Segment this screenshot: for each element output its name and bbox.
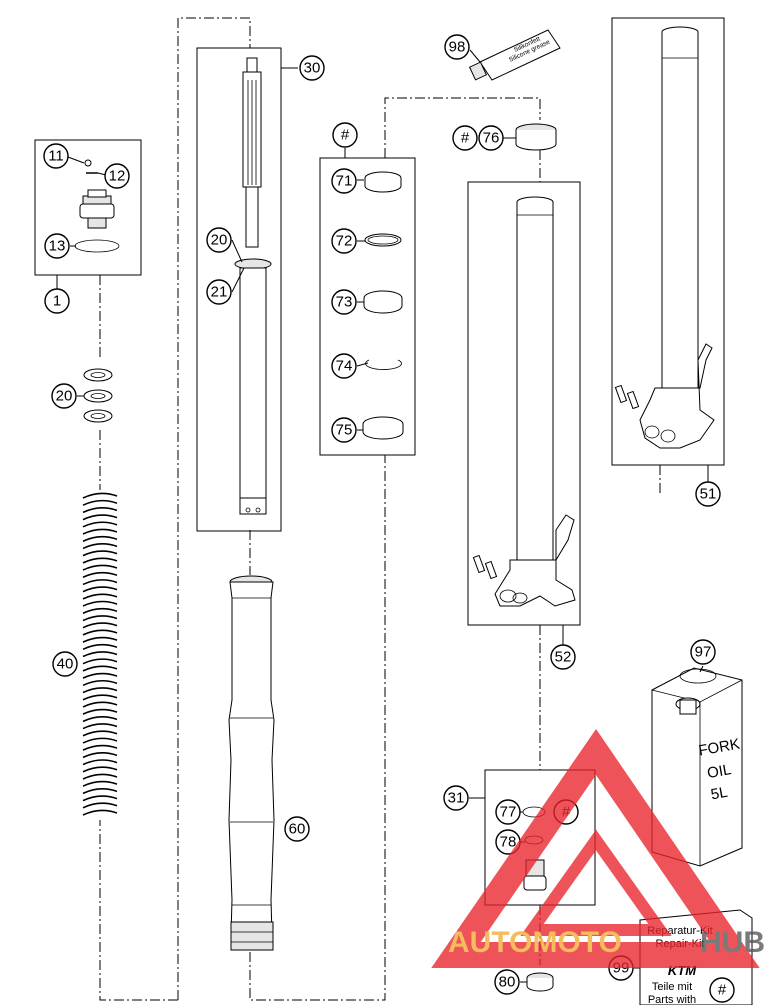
repair-kit-label-3: Teile mit — [652, 981, 692, 993]
svg-text:76: 76 — [483, 130, 500, 147]
cap-assembly-box — [34, 139, 142, 276]
callout-72: 72 — [331, 228, 357, 254]
svg-text:71: 71 — [336, 173, 353, 190]
silicone-grease-tube: Silikonfett Silicone grease — [468, 29, 561, 81]
svg-text:98: 98 — [449, 39, 466, 56]
svg-text:#: # — [718, 982, 727, 999]
callout-30: 30 — [299, 55, 325, 81]
callout-52: 52 — [550, 644, 576, 670]
callout-20-left: 20 — [51, 383, 77, 409]
svg-text:72: 72 — [336, 233, 353, 250]
callout-97: 97 — [690, 639, 716, 665]
callout-73: 73 — [331, 289, 357, 315]
outer-tube-52-box — [467, 181, 581, 626]
callout-40: 40 — [52, 651, 78, 677]
callout-hash-set: # — [332, 122, 358, 148]
callout-31: 31 — [443, 785, 469, 811]
outer-tube-52 — [472, 196, 576, 607]
svg-text:75: 75 — [336, 422, 353, 439]
svg-text:12: 12 — [109, 168, 126, 185]
callout-20-cartridge: 20 — [206, 227, 232, 253]
svg-text:73: 73 — [336, 294, 353, 311]
callout-60: 60 — [284, 816, 310, 842]
svg-text:1: 1 — [53, 293, 61, 310]
callout-77: 77 — [495, 799, 521, 825]
top-seal-cap — [515, 123, 557, 151]
spring-coils — [82, 492, 118, 816]
repair-kit-label-4: Parts with — [648, 994, 696, 1005]
svg-text:20: 20 — [56, 388, 73, 405]
outer-tube-51 — [614, 26, 715, 449]
svg-text:77: 77 — [500, 804, 517, 821]
outer-tube-51-box — [611, 17, 725, 466]
inner-tube — [228, 575, 275, 951]
callout-78: 78 — [495, 829, 521, 855]
callout-13: 13 — [44, 233, 70, 259]
cartridge-box — [196, 47, 282, 532]
bushing-set-box — [319, 157, 416, 456]
callout-71: 71 — [331, 168, 357, 194]
callouts: 11 12 13 1 20 40 30 20 21 60 # 71 72 73 … — [43, 34, 735, 1003]
svg-text:51: 51 — [700, 486, 717, 503]
svg-text:97: 97 — [695, 644, 712, 661]
svg-text:13: 13 — [49, 238, 66, 255]
callout-hash-76: # — [452, 125, 478, 151]
callout-12: 12 — [104, 163, 130, 189]
spring-washers — [83, 368, 113, 423]
svg-text:#: # — [341, 127, 350, 144]
svg-text:78: 78 — [500, 834, 517, 851]
callout-21: 21 — [206, 279, 232, 305]
leader-lines — [56, 49, 709, 983]
fork-cap — [74, 159, 120, 253]
watermark-text-suffix: HUB — [700, 926, 765, 959]
svg-text:30: 30 — [304, 60, 321, 77]
svg-text:21: 21 — [211, 284, 228, 301]
fork-oil-can: FORK OIL 5L — [651, 667, 743, 867]
svg-text:40: 40 — [57, 656, 74, 673]
svg-text:#: # — [461, 130, 470, 147]
callout-80: 80 — [494, 969, 520, 995]
callout-75: 75 — [331, 417, 357, 443]
bushing-set — [362, 171, 404, 440]
svg-text:11: 11 — [48, 148, 64, 165]
callout-74: 74 — [331, 353, 357, 379]
watermark-text: AUTOMOTO — [448, 926, 622, 959]
svg-text:31: 31 — [448, 790, 465, 807]
svg-text:52: 52 — [555, 649, 572, 666]
callout-1: 1 — [44, 288, 70, 314]
svg-text:80: 80 — [499, 974, 516, 991]
svg-text:20: 20 — [211, 232, 228, 249]
fork-spring — [82, 492, 118, 816]
callout-51: 51 — [695, 481, 721, 507]
automotohub-watermark: AUTOMOTO HUB — [431, 729, 765, 968]
callout-11: 11 — [43, 143, 69, 169]
damper-cartridge — [234, 57, 272, 515]
oil-can-label-3: 5L — [710, 784, 729, 804]
oil-can-label-1: FORK — [697, 736, 741, 760]
svg-text:74: 74 — [336, 358, 353, 375]
callout-98: 98 — [444, 34, 470, 60]
oil-can-label-2: OIL — [706, 761, 733, 782]
svg-text:60: 60 — [289, 821, 306, 838]
callout-76: 76 — [478, 125, 504, 151]
assembly-lines — [99, 17, 661, 1001]
callout-hash-99: # — [709, 977, 735, 1003]
